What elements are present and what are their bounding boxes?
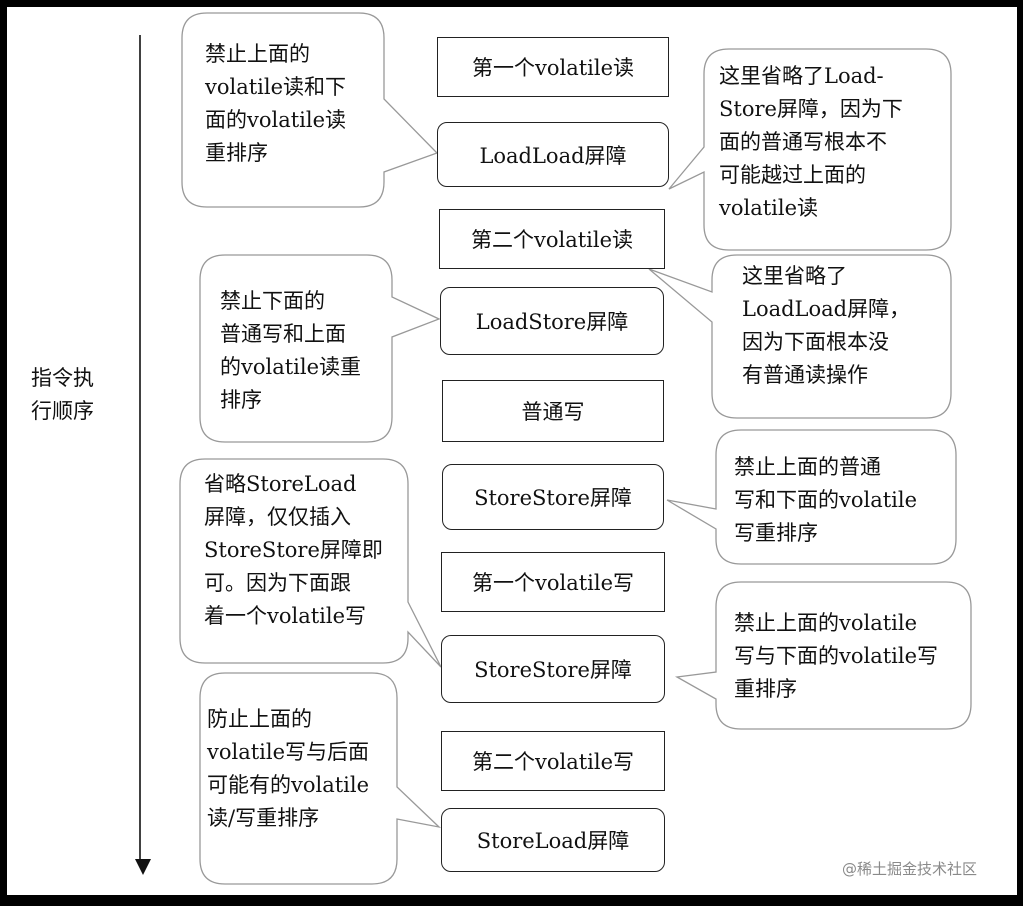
callout-bubble-right-4 [674,581,972,730]
volatile-read-1-box: 第一个volatile读 [437,37,669,97]
storeload-barrier-box: StoreLoad屏障 [441,808,665,872]
volatile-read-2-box: 第二个volatile读 [439,209,665,269]
storestore-barrier-2-box: StoreStore屏障 [441,635,665,703]
watermark: @稀土掘金技术社区 [842,860,978,878]
note-right-2: 这里省略了 LoadLoad屏障， 因为下面根本没 有普通读操作 [742,264,911,387]
diagram-canvas: 指令执 行顺序 第一个volatile读 LoadLoad屏障 第二个volat… [7,7,1017,895]
callout-bubble-left-2 [199,254,441,443]
note-left-4: 防止上面的 volatile写与后面 可能有的volatile 读/写重排序 [207,707,370,830]
note-left-2: 禁止下面的 普通写和上面 的volatile读重 排序 [220,289,362,412]
execution-order-label: 指令执 行顺序 [31,366,94,423]
note-right-4: 禁止上面的volatile 写与下面的volatile写 重排序 [734,611,939,701]
callout-bubble-right-3 [666,429,957,565]
volatile-write-2-box: 第二个volatile写 [441,731,665,791]
volatile-write-1-box: 第一个volatile写 [441,552,665,612]
callout-bubble-right-1 [668,48,952,251]
callout-bubble-left-3 [179,458,442,668]
note-right-1: 这里省略了Load- Store屏障，因为下 面的普通写根本不 可能越过上面的 … [719,64,903,220]
callout-bubble-left-4 [199,672,442,885]
note-left-3: 省略StoreLoad 屏障，仅仅插入 StoreStore屏障即 可。因为下面… [204,472,383,628]
note-right-3: 禁止上面的普通 写和下面的volatile 写重排序 [734,455,918,545]
loadstore-barrier-box: LoadStore屏障 [440,287,664,355]
execution-order-arrowhead [135,859,151,875]
note-left-1: 禁止上面的 volatile读和下 面的volatile读 重排序 [205,42,347,165]
callout-bubble-right-2 [648,254,952,419]
callout-bubbles [135,12,972,885]
storestore-barrier-1-box: StoreStore屏障 [442,464,664,530]
loadload-barrier-box: LoadLoad屏障 [437,122,669,187]
normal-write-box: 普通写 [442,380,664,442]
callout-bubble-left-1 [181,12,439,208]
